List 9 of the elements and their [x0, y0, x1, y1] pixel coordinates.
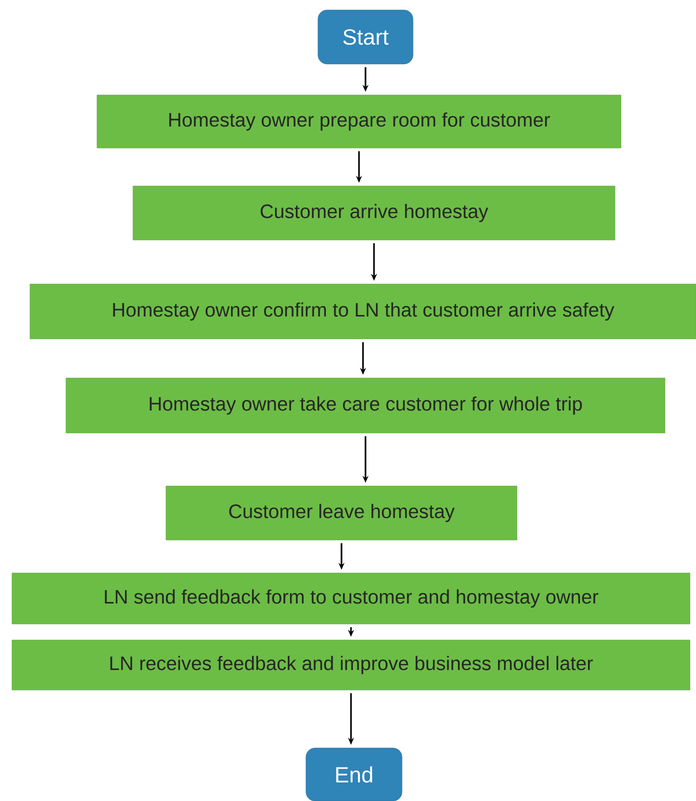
terminal-box: End: [306, 748, 402, 801]
process-box: LN send feedback form to customer and homestay owner: [12, 572, 690, 624]
process-box: Customer leave homestay: [166, 486, 518, 540]
process-box: Homestay owner prepare room for customer: [96, 94, 622, 148]
terminal-box: Start: [318, 10, 414, 64]
process-box: LN receives feedback and improve business model later: [12, 640, 690, 690]
process-box: Homestay owner confirm to LN that customer arrive safety: [30, 284, 696, 340]
process-box: Homestay owner take care customer for whole trip: [66, 378, 666, 434]
process-box: Customer arrive homestay: [132, 186, 616, 240]
